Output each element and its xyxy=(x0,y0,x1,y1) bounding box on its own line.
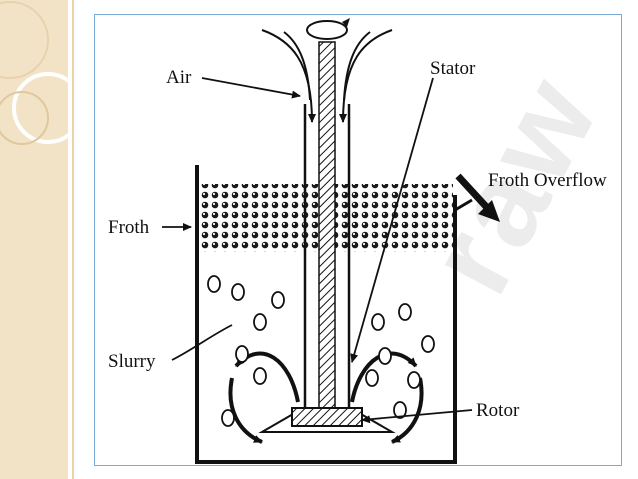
decorative-side-band xyxy=(0,0,68,479)
air-inflow-arrows xyxy=(261,29,393,123)
rotor xyxy=(291,407,363,427)
overflow-lip xyxy=(453,198,473,213)
slurry-label: Slurry xyxy=(108,351,156,372)
slurry-bubbles xyxy=(207,275,435,427)
froth-overflow-arrow-icon xyxy=(455,173,500,222)
air-label: Air xyxy=(166,67,192,88)
stator-label: Stator xyxy=(430,58,476,79)
rotation-arrow-icon xyxy=(306,18,350,40)
shaft xyxy=(318,41,336,415)
froth-overflow-label: Froth Overflow xyxy=(488,170,607,191)
rotor-label: Rotor xyxy=(476,400,520,421)
froth-label: Froth xyxy=(108,217,150,238)
decorative-circles xyxy=(0,1,68,145)
diagram-frame xyxy=(94,14,622,466)
tank xyxy=(195,165,457,464)
label-pointers xyxy=(162,77,473,424)
stator-tube xyxy=(303,104,351,408)
rotor-assembly xyxy=(258,407,396,433)
decorative-divider xyxy=(72,0,74,479)
